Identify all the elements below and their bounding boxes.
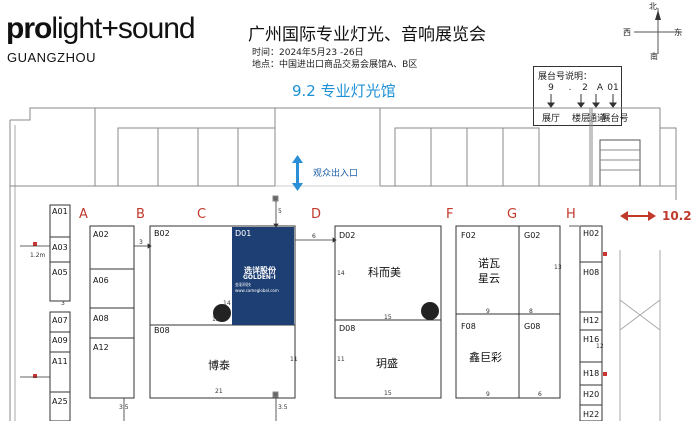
dim-c-width: 12 [212,316,220,323]
place-line: 地点：中国进出口商品交易会展馆A、B区 [252,60,418,70]
logo-bold-text: pro [6,12,52,45]
visitor-entrance-label: 观众出入口 [313,169,359,179]
booth-f02[interactable]: F02 [461,231,476,240]
booth-a03[interactable]: A03 [52,243,68,252]
exhibitor-bo-tai[interactable]: 博泰 [208,359,230,372]
booth-h22[interactable]: H22 [583,410,600,419]
booth-a09[interactable]: A09 [52,336,68,345]
legend-code-hall: 9 [548,83,554,93]
booth-a12[interactable]: A12 [93,343,109,352]
dim-aisle-d: 6 [312,233,316,240]
booth-h12[interactable]: H12 [583,316,600,325]
dim-aisle-a-south: 3.5 [119,404,129,411]
direction-to-hall: 10.2 [662,209,692,223]
dim-g02-width: 8 [529,308,533,315]
compass-icon [634,8,682,54]
booth-a08[interactable]: A08 [93,314,109,323]
exhibitor-ke-er-mei[interactable]: 科而美 [368,266,401,279]
dim-g02-depth: 13 [554,264,562,271]
dim-g08-width: 6 [538,391,542,398]
hall-title: 9.2 专业灯光馆 [292,82,396,100]
booth-number-legend: 展台号说明： 9 . 2 A 01 展厅 楼层 通道 展台号 [533,66,629,126]
sponsor-url: 金彩科技 www.cameglobal.com [235,282,279,293]
booth-h16[interactable]: H16 [583,335,600,344]
aisle-a: A [79,207,88,222]
aisle-g: G [507,207,518,222]
legend-code-dot: . [568,83,572,93]
dim-d02-width: 15 [384,314,392,321]
booth-d08[interactable]: D08 [339,324,356,333]
legend-title: 展台号说明： [538,72,593,82]
booth-a02[interactable]: A02 [93,230,109,239]
dim-d08-depth: 11 [337,356,345,363]
sponsor-name-cn: 选详股份 [244,266,276,275]
booth-h20[interactable]: H20 [583,390,600,399]
dim-d01-depth: 14 [223,300,231,307]
compass-east: 东 [674,28,682,37]
exhibitor-nuo-wa[interactable]: 诺瓦 [478,257,500,270]
aisle-h: H [566,207,576,222]
exhibitor-xing-yun[interactable]: 星云 [478,272,500,285]
dim-h-depth: 12 [596,343,604,350]
booth-a25[interactable]: A25 [52,397,68,406]
compass-north: 北 [649,2,657,11]
booth-a11[interactable]: A11 [52,357,68,366]
compass-west: 西 [623,28,631,37]
exhibitor-ming-sheng[interactable]: 玥盛 [376,357,398,370]
dim-b08-depth: 11 [290,356,298,363]
prolight-sound-logo: prolight+sound [6,12,196,45]
booth-d01-sponsor[interactable]: D01 选详股份 GOLDEN-I 金彩科技 www.cameglobal.co… [232,227,294,325]
legend-label-aisle: 通道 [587,114,606,124]
time-line: 时间：2024年5月23 -26日 [252,48,364,58]
dim-aisle-c-south: 3.5 [278,404,288,411]
expo-title: 广州国际专业灯光、音响展览会 [248,25,486,45]
sponsor-name-en: GOLDEN-I [243,274,276,281]
legend-code-booth: 01 [607,83,619,93]
dim-d02-depth: 14 [337,270,345,277]
marker-circle-1 [213,304,231,322]
dim-wall-gap: 1.2m [30,252,46,259]
booth-a06[interactable]: A06 [93,276,109,285]
booth-h18[interactable]: H18 [583,369,600,378]
booth-a01[interactable]: A01 [52,207,68,216]
booth-h02[interactable]: H02 [583,229,600,238]
compass: 北 南 西 东 [623,2,688,61]
booth-h08[interactable]: H08 [583,268,600,277]
compass-south: 南 [650,52,658,61]
dim-b-width: 21 [215,388,223,395]
dim-f08-width: 9 [486,391,490,398]
legend-label-hall: 展厅 [541,114,560,124]
dim-d08-width: 15 [384,390,392,397]
aisle-f: F [446,207,454,222]
dim-a-gap: 3 [61,300,65,307]
legend-label-floor: 楼层 [571,114,590,124]
legend-code-aisle: A [596,83,604,93]
dim-f02-width: 9 [486,308,490,315]
booth-d02[interactable]: D02 [339,231,356,240]
marker-circle-2 [421,302,439,320]
legend-code-floor: 2 [582,83,588,93]
aisle-c: C [197,207,207,222]
booth-a07[interactable]: A07 [52,316,68,325]
aisle-d: D [311,207,322,222]
exhibitor-xin-ju-cai[interactable]: 鑫巨彩 [469,351,502,364]
aisle-b: B [136,207,145,222]
booth-g08[interactable]: G08 [524,322,541,331]
legend-arrows-icon [547,94,617,108]
booth-b08[interactable]: B08 [154,326,170,335]
booth-f08[interactable]: F08 [461,322,476,331]
booth-d01: D01 [235,229,252,238]
booth-b02[interactable]: B02 [154,229,170,238]
logo-rest-text: light+sound [51,12,195,45]
legend-label-booth: 展台号 [601,114,629,124]
booth-g02[interactable]: G02 [524,231,541,240]
booth-a05[interactable]: A05 [52,268,68,277]
dim-entry: 5 [278,208,282,215]
dim-aisle-b: 3 [139,239,143,246]
logo-city: GUANGZHOU [7,50,96,65]
